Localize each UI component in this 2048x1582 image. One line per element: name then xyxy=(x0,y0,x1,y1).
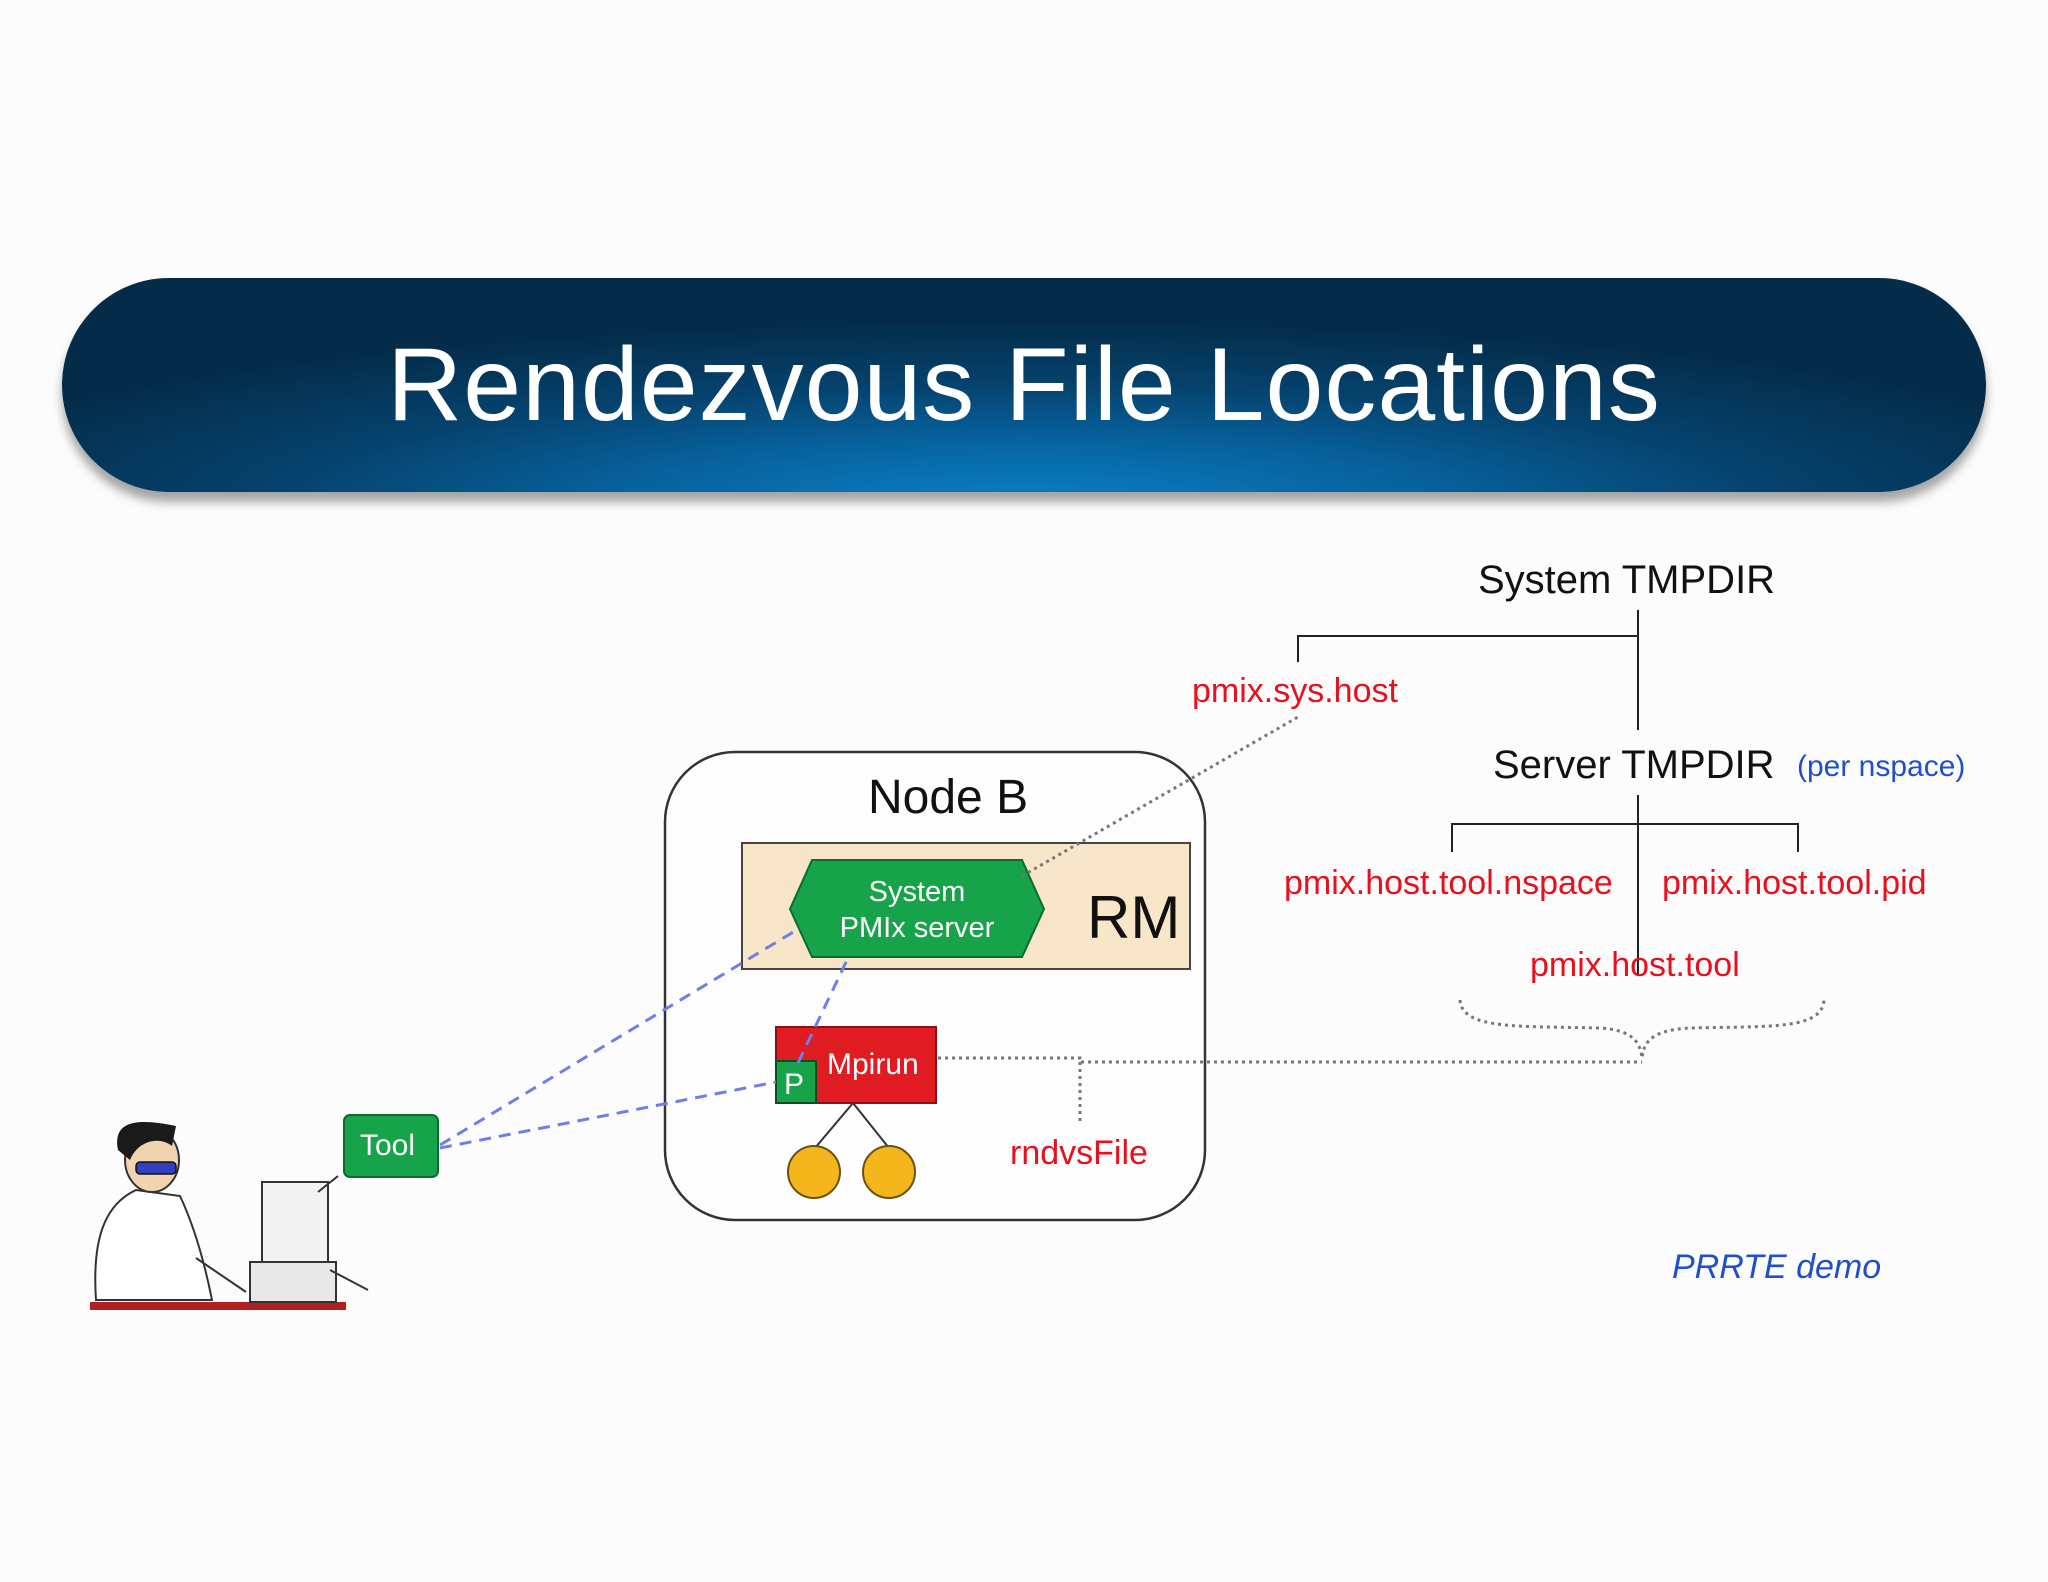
tool-to-pmix-line xyxy=(439,926,801,1147)
title-banner: Rendezvous File Locations xyxy=(62,278,1986,492)
person-body-icon xyxy=(94,1188,214,1301)
process-circle-right xyxy=(862,1145,916,1199)
mpirun-to-hosttool-line xyxy=(938,1056,1642,1064)
rndvs-file-label: rndvsFile xyxy=(1010,1134,1148,1172)
tool-to-monitor-link xyxy=(317,1175,339,1193)
host-tool-brace xyxy=(1458,999,1826,1059)
tree-branch-syshost xyxy=(1297,635,1638,662)
node-b-title: Node B xyxy=(868,771,1029,824)
operator-illustration xyxy=(90,1121,369,1310)
pmix-server-hexagon[interactable] xyxy=(788,859,1046,958)
child-link-left xyxy=(814,1102,854,1149)
p-label: P xyxy=(784,1068,805,1101)
tool-to-p-line xyxy=(439,1080,777,1150)
server-tmpdir-label: Server TMPDIR xyxy=(1493,743,1775,787)
computer-base-icon xyxy=(249,1261,337,1303)
person-hair-icon xyxy=(117,1121,176,1160)
host-tool-pid-label: pmix.host.tool.pid xyxy=(1662,864,1927,902)
tool-box[interactable] xyxy=(343,1114,439,1178)
host-tool-label: pmix.host.tool xyxy=(1530,946,1740,984)
prrte-demo-label: PRRTE demo xyxy=(1672,1248,1882,1286)
p-box xyxy=(775,1060,817,1104)
slide-title: Rendezvous File Locations xyxy=(387,326,1661,443)
tree-branch-server xyxy=(1451,823,1799,852)
tmpdir-tree xyxy=(1297,610,1799,975)
child-link-right xyxy=(852,1102,890,1149)
rm-label: RM xyxy=(1087,884,1181,951)
system-tmpdir-label: System TMPDIR xyxy=(1478,558,1776,602)
pmix-server-label: System PMIx server xyxy=(812,874,1022,947)
host-tool-nspace-label: pmix.host.tool.nspace xyxy=(1284,864,1613,902)
tool-label: Tool xyxy=(360,1129,416,1162)
file-connections xyxy=(938,715,1826,1124)
pmix-server-label-line2: PMIx server xyxy=(839,912,995,945)
pmix-server-label-line1: System xyxy=(868,876,966,908)
mpirun-label: Mpirun xyxy=(827,1048,919,1081)
monitor-icon xyxy=(261,1181,329,1263)
per-nspace-label: (per nspace) xyxy=(1797,750,1966,783)
sunglasses-icon xyxy=(135,1161,177,1175)
process-circle-left xyxy=(787,1145,841,1199)
tool-connections xyxy=(439,926,850,1150)
desk-icon xyxy=(90,1302,346,1310)
sys-host-label: pmix.sys.host xyxy=(1192,672,1398,710)
